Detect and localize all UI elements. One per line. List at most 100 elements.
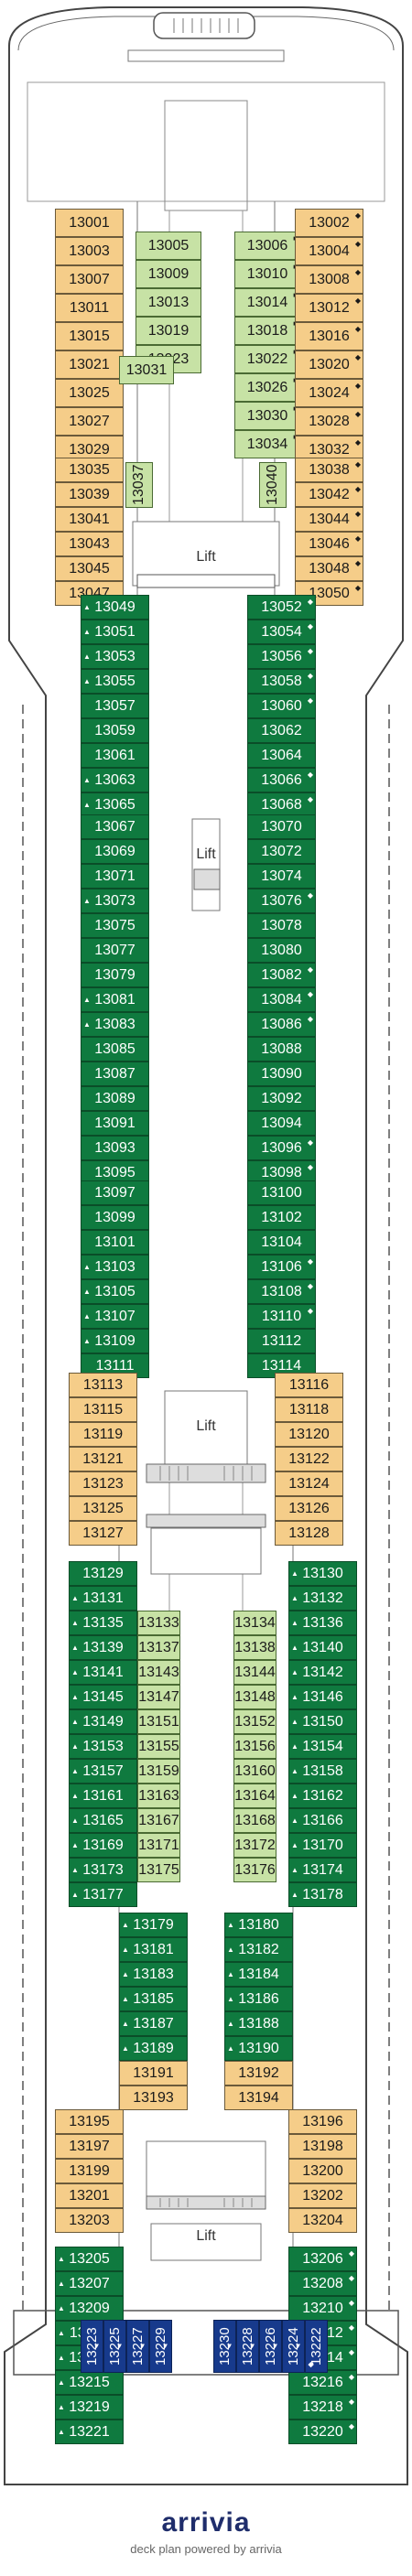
cabin-13030[interactable]: 13030■: [234, 402, 300, 430]
cabin-13005[interactable]: 13005: [136, 232, 201, 260]
cabin-13216[interactable]: 13216◆: [288, 2370, 357, 2395]
cabin-13171[interactable]: 13171: [137, 1833, 180, 1858]
cabin-13068[interactable]: 13068◆: [247, 792, 316, 817]
cabin-13144[interactable]: 13144: [233, 1660, 276, 1685]
cabin-13064[interactable]: 13064: [247, 743, 316, 768]
cabin-13183[interactable]: 13183▲: [119, 1962, 188, 1987]
cabin-13106[interactable]: 13106◆: [247, 1255, 316, 1279]
cabin-13164[interactable]: 13164: [233, 1784, 276, 1808]
cabin-13062[interactable]: 13062: [247, 718, 316, 743]
cabin-13019[interactable]: 13019: [136, 317, 201, 345]
cabin-13075[interactable]: 13075: [81, 913, 149, 938]
cabin-13100[interactable]: 13100: [247, 1180, 316, 1205]
cabin-13205[interactable]: 13205▲: [55, 2247, 124, 2271]
cabin-13078[interactable]: 13078: [247, 913, 316, 938]
cabin-13088[interactable]: 13088: [247, 1037, 316, 1062]
cabin-13204[interactable]: 13204: [288, 2208, 357, 2233]
cabin-13072[interactable]: 13072: [247, 839, 316, 864]
cabin-13108[interactable]: 13108◆: [247, 1279, 316, 1304]
cabin-13197[interactable]: 13197: [55, 2134, 124, 2159]
cabin-13080[interactable]: 13080: [247, 938, 316, 963]
cabin-13210[interactable]: 13210◆: [288, 2296, 357, 2321]
cabin-13031[interactable]: 13031: [119, 356, 174, 384]
cabin-13094[interactable]: 13094: [247, 1111, 316, 1136]
cabin-13143[interactable]: 13143: [137, 1660, 180, 1685]
cabin-13071[interactable]: 13071: [81, 864, 149, 889]
cabin-13215[interactable]: 13215▲: [55, 2370, 124, 2395]
cabin-13079[interactable]: 13079: [81, 963, 149, 987]
cabin-13154[interactable]: 13154▲: [288, 1734, 357, 1759]
cabin-13116[interactable]: 13116: [275, 1373, 343, 1397]
cabin-13044[interactable]: 13044◆: [295, 507, 363, 532]
cabin-13083[interactable]: 13083▲: [81, 1012, 149, 1037]
cabin-13010[interactable]: 13010■: [234, 260, 300, 288]
cabin-13099[interactable]: 13099: [81, 1205, 149, 1230]
cabin-13060[interactable]: 13060◆: [247, 694, 316, 718]
cabin-13167[interactable]: 13167: [137, 1808, 180, 1833]
cabin-13035[interactable]: 13035: [55, 458, 124, 482]
cabin-13065[interactable]: 13065▲: [81, 792, 149, 817]
cabin-13074[interactable]: 13074: [247, 864, 316, 889]
cabin-13069[interactable]: 13069: [81, 839, 149, 864]
cabin-13170[interactable]: 13170▲: [288, 1833, 357, 1858]
cabin-13209[interactable]: 13209▲: [55, 2296, 124, 2321]
cabin-13225[interactable]: 13225▲: [103, 2320, 126, 2373]
cabin-13118[interactable]: 13118: [275, 1397, 343, 1422]
cabin-13037[interactable]: 13037: [125, 462, 153, 508]
cabin-13162[interactable]: 13162▲: [288, 1784, 357, 1808]
cabin-13228[interactable]: 13228▲: [236, 2320, 259, 2373]
cabin-13152[interactable]: 13152: [233, 1709, 276, 1734]
cabin-13081[interactable]: 13081▲: [81, 987, 149, 1012]
cabin-13169[interactable]: 13169▲: [69, 1833, 137, 1858]
cabin-13042[interactable]: 13042◆: [295, 482, 363, 507]
cabin-13122[interactable]: 13122: [275, 1447, 343, 1471]
cabin-13130[interactable]: 13130▲: [288, 1561, 357, 1586]
cabin-13163[interactable]: 13163: [137, 1784, 180, 1808]
cabin-13224[interactable]: 13224▲: [282, 2320, 305, 2373]
cabin-13057[interactable]: 13057: [81, 694, 149, 718]
cabin-13181[interactable]: 13181▲: [119, 1937, 188, 1962]
cabin-13027[interactable]: 13027: [55, 407, 124, 436]
cabin-13203[interactable]: 13203: [55, 2208, 124, 2233]
cabin-13092[interactable]: 13092: [247, 1086, 316, 1111]
cabin-13226[interactable]: 13226▲: [259, 2320, 282, 2373]
cabin-13173[interactable]: 13173▲: [69, 1858, 137, 1882]
cabin-13185[interactable]: 13185▲: [119, 1987, 188, 2011]
cabin-13101[interactable]: 13101: [81, 1230, 149, 1255]
cabin-13128[interactable]: 13128: [275, 1521, 343, 1546]
cabin-13012[interactable]: 13012◆: [295, 294, 363, 322]
cabin-13176[interactable]: 13176: [233, 1858, 276, 1882]
cabin-13103[interactable]: 13103▲: [81, 1255, 149, 1279]
cabin-13043[interactable]: 13043: [55, 532, 124, 556]
cabin-13109[interactable]: 13109▲: [81, 1329, 149, 1353]
cabin-13184[interactable]: 13184▲: [224, 1962, 293, 1987]
cabin-13086[interactable]: 13086◆: [247, 1012, 316, 1037]
cabin-13179[interactable]: 13179▲: [119, 1913, 188, 1937]
cabin-13084[interactable]: 13084◆: [247, 987, 316, 1012]
cabin-13151[interactable]: 13151: [137, 1709, 180, 1734]
cabin-13113[interactable]: 13113: [69, 1373, 137, 1397]
cabin-13196[interactable]: 13196: [288, 2109, 357, 2134]
cabin-13076[interactable]: 13076◆: [247, 889, 316, 913]
cabin-13007[interactable]: 13007: [55, 265, 124, 294]
cabin-13009[interactable]: 13009: [136, 260, 201, 288]
cabin-13061[interactable]: 13061: [81, 743, 149, 768]
cabin-13041[interactable]: 13041: [55, 507, 124, 532]
cabin-13002[interactable]: 13002◆: [295, 209, 363, 237]
cabin-13049[interactable]: 13049▲: [81, 595, 149, 620]
cabin-13175[interactable]: 13175: [137, 1858, 180, 1882]
cabin-13156[interactable]: 13156: [233, 1734, 276, 1759]
cabin-13134[interactable]: 13134: [233, 1611, 276, 1635]
cabin-13188[interactable]: 13188▲: [224, 2011, 293, 2036]
cabin-13013[interactable]: 13013: [136, 288, 201, 317]
cabin-13025[interactable]: 13025: [55, 379, 124, 407]
cabin-13206[interactable]: 13206◆: [288, 2247, 357, 2271]
cabin-13055[interactable]: 13055▲: [81, 669, 149, 694]
cabin-13015[interactable]: 13015: [55, 322, 124, 350]
cabin-13085[interactable]: 13085: [81, 1037, 149, 1062]
cabin-13186[interactable]: 13186▲: [224, 1987, 293, 2011]
cabin-13223[interactable]: 13223▲: [81, 2320, 103, 2373]
cabin-13159[interactable]: 13159: [137, 1759, 180, 1784]
cabin-13115[interactable]: 13115: [69, 1397, 137, 1422]
cabin-13024[interactable]: 13024◆: [295, 379, 363, 407]
